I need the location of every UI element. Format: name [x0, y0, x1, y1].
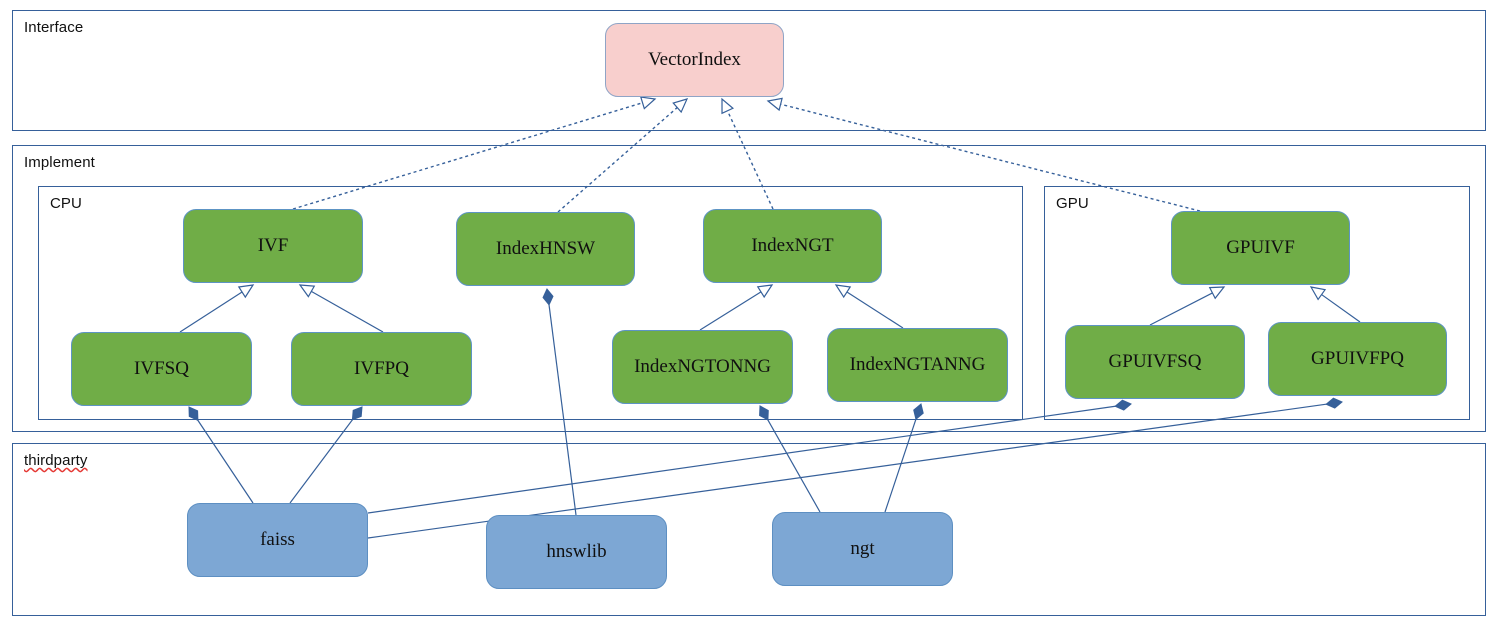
node-indexngtonng[interactable]: IndexNGTONNG: [612, 330, 793, 404]
node-label: IVFSQ: [134, 357, 189, 379]
node-label: IndexNGT: [751, 234, 834, 256]
node-gpuivf[interactable]: GPUIVF: [1171, 211, 1350, 285]
node-faiss[interactable]: faiss: [187, 503, 368, 577]
node-label: VectorIndex: [648, 48, 741, 70]
node-indexngtanng[interactable]: IndexNGTANNG: [827, 328, 1008, 402]
node-label: GPUIVF: [1226, 236, 1295, 258]
node-label: IndexHNSW: [495, 237, 596, 259]
node-gpuivfsq[interactable]: GPUIVFSQ: [1065, 325, 1245, 399]
node-ivfpq[interactable]: IVFPQ: [291, 332, 472, 406]
node-label: faiss: [260, 528, 295, 550]
node-hnswlib[interactable]: hnswlib: [486, 515, 667, 589]
node-ngt[interactable]: ngt: [772, 512, 953, 586]
frame-label-gpu: GPU: [1056, 195, 1089, 212]
node-indexngt[interactable]: IndexNGT: [703, 209, 882, 283]
node-label: ngt: [850, 537, 875, 559]
node-label: IVF: [257, 234, 289, 256]
frame-label-implement: Implement: [24, 154, 95, 171]
node-label: IndexNGTONNG: [634, 355, 771, 377]
node-label: GPUIVFPQ: [1311, 347, 1404, 369]
node-gpuivfpq[interactable]: GPUIVFPQ: [1268, 322, 1447, 396]
node-label: IVFPQ: [354, 357, 409, 379]
node-ivfsq[interactable]: IVFSQ: [71, 332, 252, 406]
frame-label-interface: Interface: [24, 19, 84, 36]
node-vectorindex[interactable]: VectorIndex: [605, 23, 784, 97]
node-label: IndexNGTANNG: [849, 353, 986, 375]
node-indexhnsw[interactable]: IndexHNSW: [456, 212, 635, 286]
node-ivf[interactable]: IVF: [183, 209, 363, 283]
frame-label-cpu: CPU: [50, 195, 82, 212]
frame-label-thirdparty: thirdparty: [24, 452, 88, 469]
node-label: GPUIVFSQ: [1108, 350, 1202, 372]
node-label: hnswlib: [546, 540, 607, 562]
